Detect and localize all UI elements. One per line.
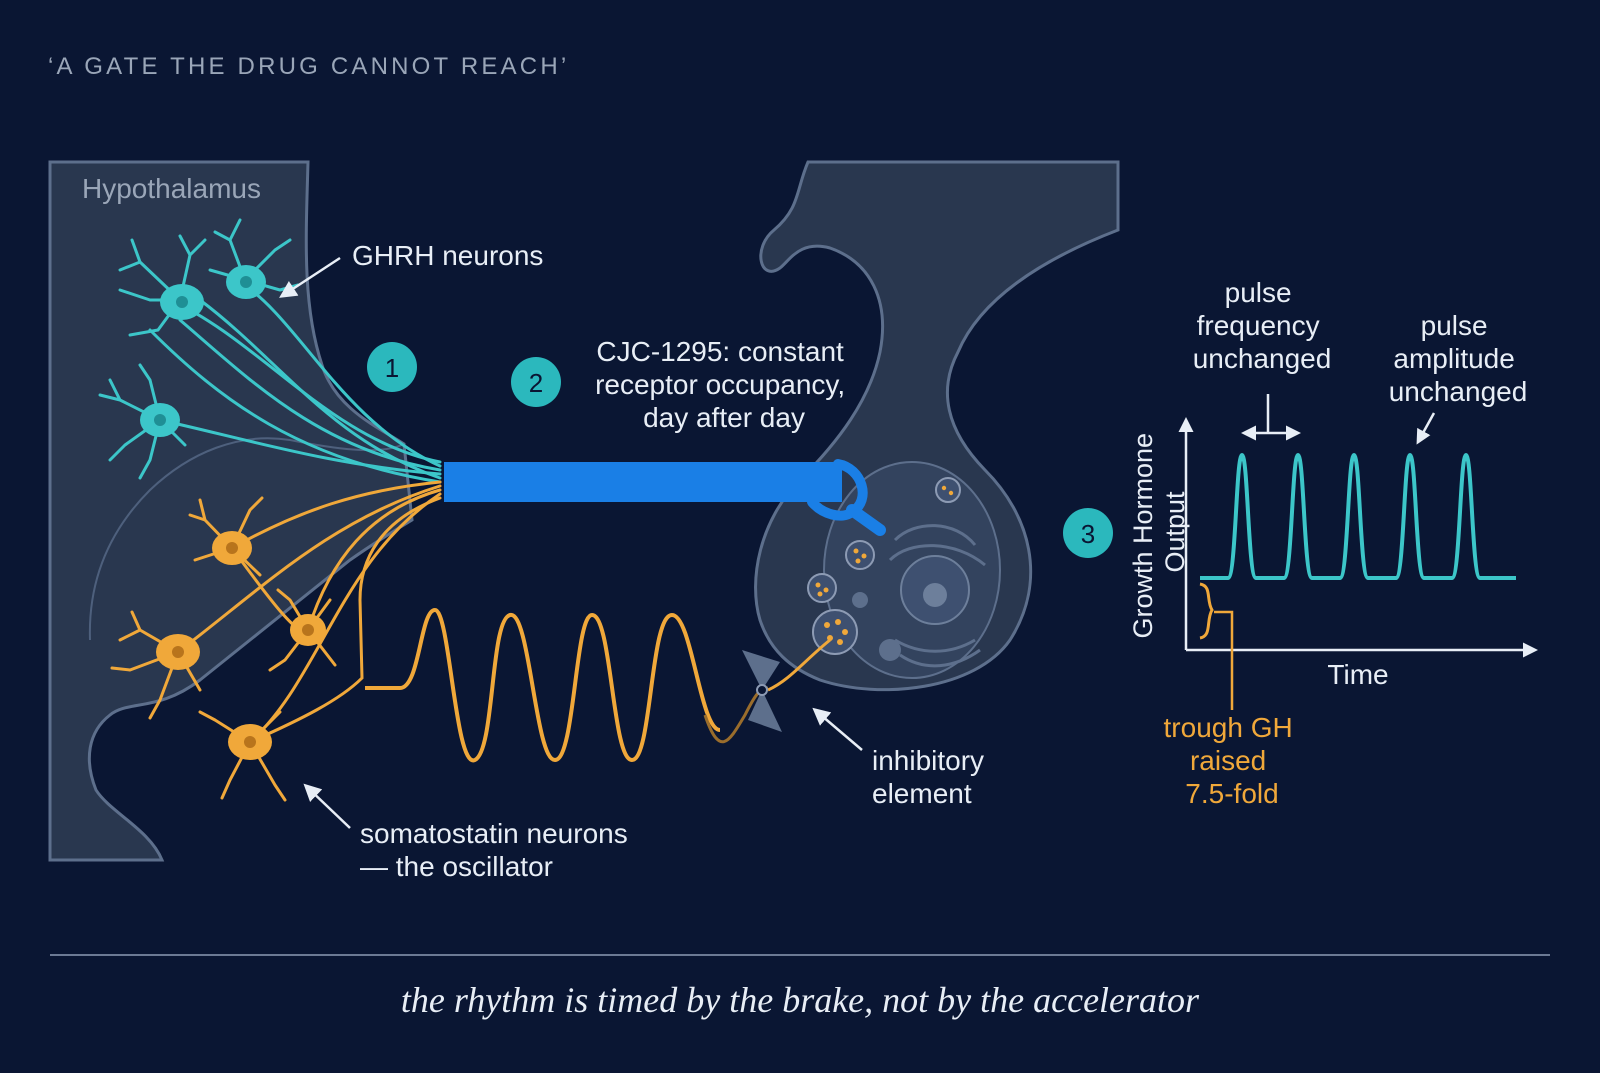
receptor-stem: [846, 504, 886, 536]
step-badge-3: 3: [1063, 508, 1113, 558]
somatostatin-oscillation: [365, 607, 721, 763]
vesicle: [935, 477, 961, 503]
trough-pointer: [1214, 610, 1234, 710]
gh-pulse-trace: [1200, 452, 1516, 580]
vesicle: [852, 592, 868, 608]
ghrh-neurons: [98, 218, 442, 484]
drug-note: CJC-1295: constant receptor occupancy, d…: [595, 336, 853, 433]
somatostatin-axon: [767, 638, 831, 692]
trough-brace: [1199, 582, 1214, 640]
amplitude-pointer: [1416, 412, 1436, 445]
inhibitory-label: inhibitory element: [872, 745, 992, 809]
footer-tagline: the rhythm is timed by the brake, not by…: [401, 980, 1200, 1020]
vesicle: [845, 540, 875, 570]
ghrh-nuclei: [154, 276, 252, 426]
er-folds: [888, 524, 986, 668]
step-badge-1: 1: [367, 342, 417, 392]
tissue-outline: [48, 160, 414, 862]
inhibitory-element: [742, 650, 782, 732]
hypothalamus-tissue: [48, 160, 414, 862]
frequency-note: pulse frequency unchanged: [1193, 277, 1332, 374]
pituitary-cell: [754, 160, 1120, 692]
secretory-granules: [815, 485, 954, 597]
kicker-title: ‘A GATE THE DRUG CANNOT REACH’: [48, 53, 569, 80]
inhibitory-pointer: [812, 707, 863, 751]
hypothalamus-label: Hypothalamus: [82, 173, 261, 204]
x-axis-label: Time: [1327, 659, 1388, 690]
vesicle: [879, 639, 901, 661]
vesicle: [807, 573, 837, 603]
svg-text:3: 3: [1081, 519, 1095, 549]
somatostatin-pointer: [303, 783, 351, 829]
svg-text:2: 2: [529, 368, 543, 398]
cjc-1295-bar: [444, 462, 842, 502]
gh-chart: [1178, 394, 1538, 710]
release-vesicle: [812, 609, 858, 655]
ghrh-label: GHRH neurons: [352, 240, 543, 271]
y-axis-label: Growth Hormone Output: [1128, 425, 1190, 638]
trough-note: trough GH raised 7.5-fold: [1164, 712, 1301, 809]
nucleolus: [923, 583, 947, 607]
step-badge-2: 2: [511, 357, 561, 407]
tissue-inner-fold: [88, 437, 405, 641]
ghrh-pointer: [279, 256, 341, 298]
amplitude-note: pulse amplitude unchanged: [1389, 310, 1528, 407]
somatostatin-label: somatostatin neurons — the oscillator: [360, 818, 636, 882]
svg-text:1: 1: [385, 353, 399, 383]
somatostatin-neurons: [110, 480, 442, 802]
somatostatin-nuclei: [172, 542, 314, 748]
